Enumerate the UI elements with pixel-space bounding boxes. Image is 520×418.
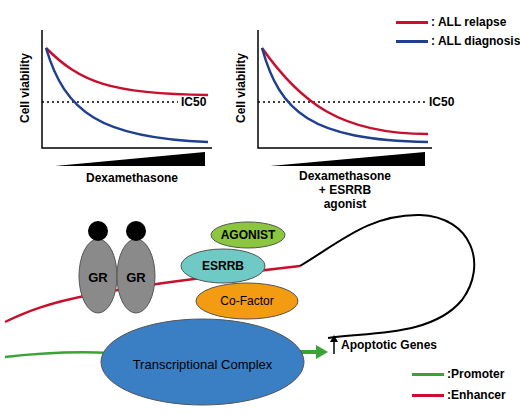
gr-receptor: GR: [78, 220, 118, 314]
promoter-dna: [5, 352, 110, 357]
legend-swatch: [396, 40, 428, 43]
node-outline: [196, 283, 298, 319]
axis-title: Cell viability: [18, 43, 32, 133]
node-label: GR: [126, 271, 146, 285]
threshold-label: IC50: [181, 95, 206, 109]
legend-text: :Promoter: [447, 367, 504, 381]
dose-wedge: [270, 152, 425, 166]
ic50-line: [42, 101, 178, 103]
dose-wedge: [55, 152, 205, 166]
axis-title: Cell viability: [234, 43, 248, 133]
cofactor-ellipse: Co-Factor: [195, 282, 299, 320]
axis-title: Dexamethasone: [62, 171, 202, 185]
gr-receptor: GR: [116, 220, 156, 314]
legend-swatch: [412, 373, 444, 376]
chart-axes: [42, 30, 212, 148]
dna-loop: [300, 215, 474, 338]
up-arrow-head: [330, 335, 338, 342]
ligand-dot: [88, 221, 108, 241]
complex-ellipse: Transcriptional Complex: [100, 318, 305, 406]
agonist-ellipse: AGONIST: [210, 221, 286, 249]
esrrb-ellipse: ESRRB: [180, 248, 266, 284]
node-shape: [78, 220, 118, 314]
legend-text: : ALL relapse: [431, 15, 506, 29]
node-label: Co-Factor: [220, 294, 273, 308]
ic50-line: [258, 101, 426, 103]
legend-text: : ALL diagnosis: [431, 34, 520, 48]
legend-text: :Enhancer: [447, 388, 506, 402]
threshold-label: IC50: [429, 95, 454, 109]
axis-title: Dexamethasone + ESRRB agonist: [297, 169, 393, 211]
node-label: AGONIST: [221, 228, 276, 242]
up-arrow: [333, 340, 335, 354]
chart-axes: [258, 30, 432, 148]
legend-swatch: [396, 21, 428, 24]
arrow-head: [316, 345, 328, 359]
node-label: Transcriptional Complex: [133, 358, 273, 372]
gene-label: Apoptotic Genes: [341, 338, 437, 352]
legend-swatch: [412, 394, 444, 397]
relapse-curve: [262, 48, 428, 134]
node-label: GR: [88, 271, 108, 285]
node-outline: [101, 319, 304, 405]
relapse-curve: [46, 48, 208, 95]
diagnosis-curve: [46, 48, 208, 142]
node-shape: [116, 220, 156, 314]
receptor-body: [79, 239, 117, 313]
node-label: ESRRB: [202, 259, 244, 273]
node-outline: [181, 249, 265, 283]
receptor-body: [117, 239, 155, 313]
diagnosis-curve: [262, 48, 428, 142]
node-outline: [211, 222, 285, 248]
ligand-dot: [126, 221, 146, 241]
